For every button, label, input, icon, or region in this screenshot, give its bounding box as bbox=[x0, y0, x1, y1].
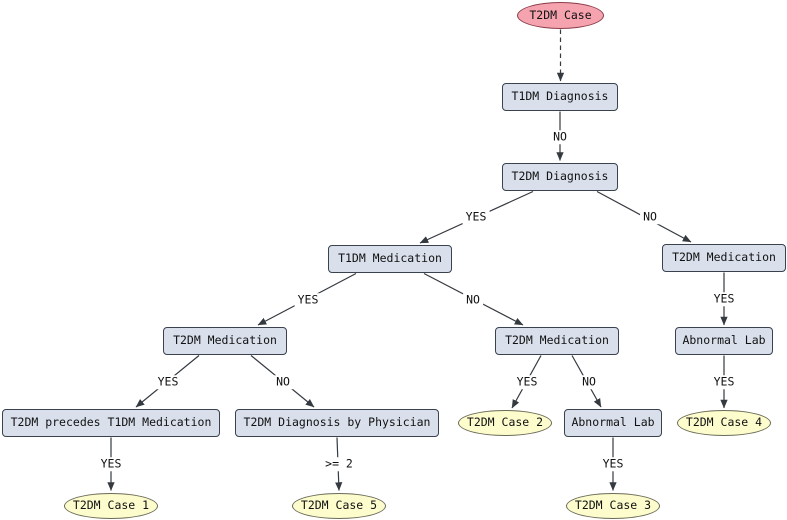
node-label: T2DM precedes T1DM Medication bbox=[10, 415, 212, 430]
node-t2dm-diagnosis-by-physician: T2DM Diagnosis by Physician bbox=[235, 409, 439, 437]
node-label: T2DM Diagnosis bbox=[511, 169, 609, 184]
node-t1dm-diagnosis: T1DM Diagnosis bbox=[502, 83, 618, 111]
node-t2dm-case: T2DM Case bbox=[517, 2, 604, 29]
edge-label-abnormal-lab-right-yes: YES bbox=[710, 375, 738, 389]
node-label: T2DM Diagnosis by Physician bbox=[243, 415, 431, 430]
node-t2dm-medication-left: T2DM Medication bbox=[163, 327, 287, 355]
edge-label-abnormal-lab-mid-yes: YES bbox=[599, 457, 627, 471]
node-label: T2DM Case 3 bbox=[574, 498, 652, 513]
edge-label-precedes-yes: YES bbox=[97, 457, 125, 471]
edge-label-t2dm-medication-left-yes: YES bbox=[154, 375, 182, 389]
edge-label-t2dm-diagnosis-no: NO bbox=[640, 210, 660, 224]
node-label: T2DM Medication bbox=[672, 250, 776, 265]
node-abnormal-lab-mid: Abnormal Lab bbox=[564, 409, 662, 437]
edge-label-t2dm-medication-mid-no: NO bbox=[579, 375, 599, 389]
edge-label-t2dm-medication-right-yes: YES bbox=[710, 292, 738, 306]
node-t2dm-diagnosis: T2DM Diagnosis bbox=[502, 163, 618, 191]
edge-label-physician-count: >= 2 bbox=[322, 457, 356, 471]
node-t2dm-case-4: T2DM Case 4 bbox=[677, 410, 771, 436]
node-label: T1DM Diagnosis bbox=[511, 89, 609, 104]
node-t2dm-case-3: T2DM Case 3 bbox=[566, 493, 660, 519]
node-label: T2DM Case 1 bbox=[72, 498, 150, 513]
node-t2dm-case-2: T2DM Case 2 bbox=[458, 410, 552, 436]
node-t2dm-case-1: T2DM Case 1 bbox=[64, 493, 158, 519]
node-label: T2DM Case 4 bbox=[685, 415, 763, 430]
node-t1dm-medication: T1DM Medication bbox=[328, 245, 452, 273]
node-t2dm-case-5: T2DM Case 5 bbox=[292, 493, 386, 519]
edge-label-t1dm-diagnosis-no: NO bbox=[550, 130, 570, 144]
node-t2dm-medication-right: T2DM Medication bbox=[662, 244, 786, 272]
node-label: Abnormal Lab bbox=[682, 333, 766, 348]
edge-label-t1dm-medication-yes: YES bbox=[294, 293, 322, 307]
edge-label-t1dm-medication-no: NO bbox=[463, 293, 483, 307]
node-t2dm-precedes-t1dm-medication: T2DM precedes T1DM Medication bbox=[2, 409, 220, 437]
node-abnormal-lab-right: Abnormal Lab bbox=[675, 327, 773, 355]
node-label: T2DM Case 2 bbox=[466, 415, 544, 430]
node-t2dm-medication-mid: T2DM Medication bbox=[495, 327, 619, 355]
node-label: T1DM Medication bbox=[338, 251, 442, 266]
edge-label-t2dm-medication-left-no: NO bbox=[273, 375, 293, 389]
node-label: T2DM Medication bbox=[173, 333, 277, 348]
node-label: T2DM Case 5 bbox=[300, 498, 378, 513]
edge-label-t2dm-diagnosis-yes: YES bbox=[462, 210, 490, 224]
node-label: Abnormal Lab bbox=[571, 415, 655, 430]
node-label: T2DM Medication bbox=[505, 333, 609, 348]
node-label: T2DM Case bbox=[529, 7, 592, 22]
edge-label-t2dm-medication-mid-yes: YES bbox=[513, 375, 541, 389]
